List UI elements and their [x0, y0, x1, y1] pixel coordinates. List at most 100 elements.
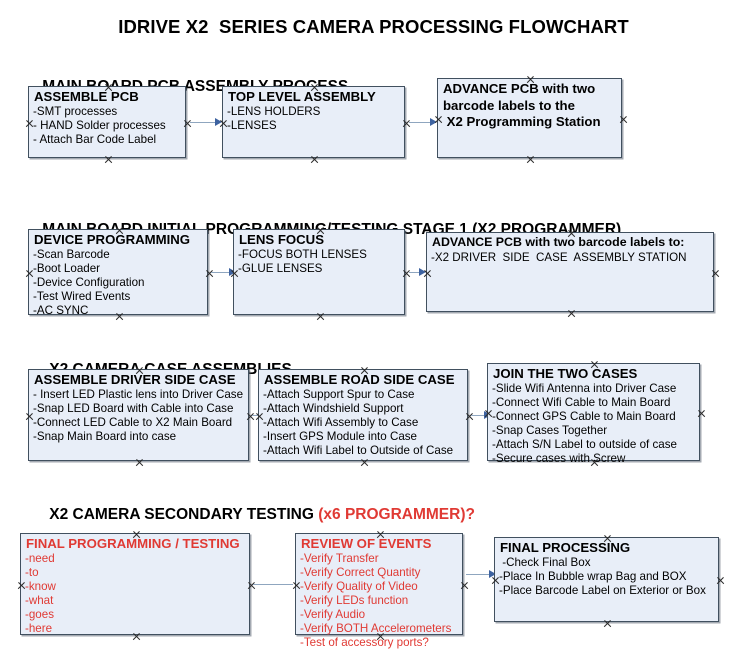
resize-handle-bottom[interactable] [567, 309, 576, 318]
node-line: -Verify BOTH Accelerometers [300, 621, 452, 635]
resize-handle-left[interactable] [25, 269, 34, 278]
resize-handle-right[interactable] [716, 576, 725, 585]
resize-handle-left[interactable] [484, 409, 493, 418]
node-line: -Secure cases with Screw [492, 451, 626, 465]
resize-handle-right[interactable] [697, 409, 706, 418]
resize-handle-left[interactable] [25, 119, 34, 128]
resize-handle-bottom[interactable] [376, 632, 385, 641]
node-title: TOP LEVEL ASSEMBLY [228, 89, 376, 104]
resize-handle-left[interactable] [25, 412, 34, 421]
node-line: -Place Barcode Label on Exterior or Box [499, 583, 706, 597]
resize-handle-bottom[interactable] [590, 458, 599, 467]
node-line: -Place In Bubble wrap Bag and BOX [499, 569, 687, 583]
node-title: FINAL PROGRAMMING / TESTING [26, 536, 240, 551]
node-line: -here [25, 621, 53, 635]
arrow-head-icon [489, 569, 496, 578]
node-line: -Attach Wifi Assembly to Case [263, 415, 419, 429]
section-header-x2-camera-secondary-testing: X2 CAMERA SECONDARY TESTING (x6 PROGRAMM… [32, 488, 475, 542]
resize-handle-left[interactable] [219, 119, 228, 128]
resize-handle-bottom[interactable] [132, 632, 141, 641]
node-line: -Scan Barcode [33, 247, 110, 261]
node-final-programming-testing[interactable]: FINAL PROGRAMMING / TESTING -need -to -k… [20, 533, 250, 635]
node-advance-pcb-to-driver-side-case-assembly[interactable]: ADVANCE PCB with two barcode labels to: … [426, 232, 714, 312]
resize-handle-left[interactable] [17, 581, 26, 590]
node-join-the-two-cases[interactable]: JOIN THE TWO CASES -Slide Wifi Antenna i… [484, 360, 700, 465]
connector-line [466, 574, 493, 575]
node-line: -what [25, 593, 54, 607]
resize-handle-left[interactable] [491, 576, 500, 585]
resize-handle-bottom[interactable] [603, 619, 612, 628]
resize-handle-bottom[interactable] [316, 312, 325, 321]
node-line: -Verify Correct Quantity [300, 565, 421, 579]
resize-handle-top[interactable] [316, 226, 325, 235]
resize-handle-right[interactable] [402, 269, 411, 278]
resize-handle-top[interactable] [590, 360, 599, 369]
resize-handle-right[interactable] [619, 115, 628, 124]
resize-handle-top[interactable] [526, 75, 535, 84]
page-title: IDRIVE X2 SERIES CAMERA PROCESSING FLOWC… [118, 16, 629, 37]
node-line: -Insert GPS Module into Case [263, 429, 418, 443]
node-line: -AC SYNC [33, 303, 89, 317]
resize-handle-right[interactable] [247, 581, 256, 590]
node-line: -know [25, 579, 56, 593]
node-lens-focus[interactable]: LENS FOCUS -FOCUS BOTH LENSES -GLUE LENS… [233, 229, 405, 315]
node-assemble-road-side-case[interactable]: ASSEMBLE ROAD SIDE CASE -Attach Support … [258, 369, 468, 461]
node-advance-pcb-to-x2-programming-station[interactable]: ADVANCE PCB with two barcode labels to t… [437, 78, 622, 158]
resize-handle-top[interactable] [132, 530, 141, 539]
resize-handle-right[interactable] [711, 269, 720, 278]
node-line: -Verify Audio [300, 607, 366, 621]
resize-handle-top[interactable] [567, 229, 576, 238]
resize-handle-left[interactable] [230, 269, 239, 278]
node-line: - Insert LED Plastic lens into Driver Ca… [33, 387, 244, 401]
resize-handle-bottom[interactable] [104, 155, 113, 164]
node-review-of-events[interactable]: REVIEW OF EVENTS -Verify Transfer -Verif… [292, 530, 463, 649]
resize-handle-top[interactable] [603, 534, 612, 543]
node-assemble-pcb[interactable]: ASSEMBLE PCB -SMT processes - HAND Solde… [28, 86, 186, 158]
resize-handle-bottom[interactable] [360, 458, 369, 467]
node-assemble-driver-side-case[interactable]: ASSEMBLE DRIVER SIDE CASE - Insert LED P… [28, 369, 249, 461]
connector-line [409, 122, 434, 123]
resize-handle-right[interactable] [460, 581, 469, 590]
resize-handle-right[interactable] [205, 269, 214, 278]
connector-line [253, 584, 293, 585]
resize-handle-bottom[interactable] [135, 458, 144, 467]
node-title: REVIEW OF EVENTS [301, 536, 432, 551]
resize-handle-left[interactable] [423, 269, 432, 278]
node-line: -Connect GPS Cable to Main Board [492, 409, 676, 423]
resize-handle-right[interactable] [183, 119, 192, 128]
resize-handle-top[interactable] [115, 226, 124, 235]
node-title: ADVANCE PCB with two barcode labels to t… [443, 81, 601, 129]
resize-handle-top[interactable] [310, 83, 319, 92]
connector-line [211, 272, 233, 273]
node-top-level-assembly[interactable]: TOP LEVEL ASSEMBLY -LENS HOLDERS -LENSES [222, 86, 405, 158]
node-final-processing[interactable]: FINAL PROCESSING -Check Final Box -Place… [494, 537, 719, 622]
node-device-programming[interactable]: DEVICE PROGRAMMING -Scan Barcode -Boot L… [25, 226, 208, 317]
node-line: -Attach Support Spur to Case [263, 387, 415, 401]
connector-line [190, 122, 218, 123]
resize-handle-bottom[interactable] [310, 155, 319, 164]
node-line: -Attach S/N Label to outside of case [492, 437, 677, 451]
node-line: -LENSES [227, 118, 277, 132]
node-title: ASSEMBLE PCB [34, 89, 139, 104]
node-line: -goes [25, 607, 55, 621]
node-line: -Test Wired Events [33, 289, 131, 303]
resize-handle-right[interactable] [465, 412, 474, 421]
node-line: -SMT processes [33, 104, 118, 118]
resize-handle-bottom[interactable] [526, 155, 535, 164]
resize-handle-right[interactable] [402, 119, 411, 128]
node-title: ASSEMBLE ROAD SIDE CASE [264, 372, 455, 387]
resize-handle-left[interactable] [434, 115, 443, 124]
resize-handle-top[interactable] [360, 366, 369, 375]
resize-handle-top[interactable] [376, 530, 385, 539]
node-line: -GLUE LENSES [238, 261, 323, 275]
node-line: -Connect LED Cable to X2 Main Board [33, 415, 233, 429]
resize-handle-left[interactable] [255, 412, 264, 421]
resize-handle-right[interactable] [246, 412, 255, 421]
node-line: -X2 DRIVER SIDE CASE ASSEMBLY STATION [431, 250, 687, 264]
section-header-text: X2 CAMERA SECONDARY TESTING [49, 506, 319, 523]
resize-handle-left[interactable] [292, 581, 301, 590]
resize-handle-top[interactable] [135, 366, 144, 375]
node-title: JOIN THE TWO CASES [493, 366, 638, 381]
resize-handle-top[interactable] [104, 83, 113, 92]
resize-handle-bottom[interactable] [115, 312, 124, 321]
